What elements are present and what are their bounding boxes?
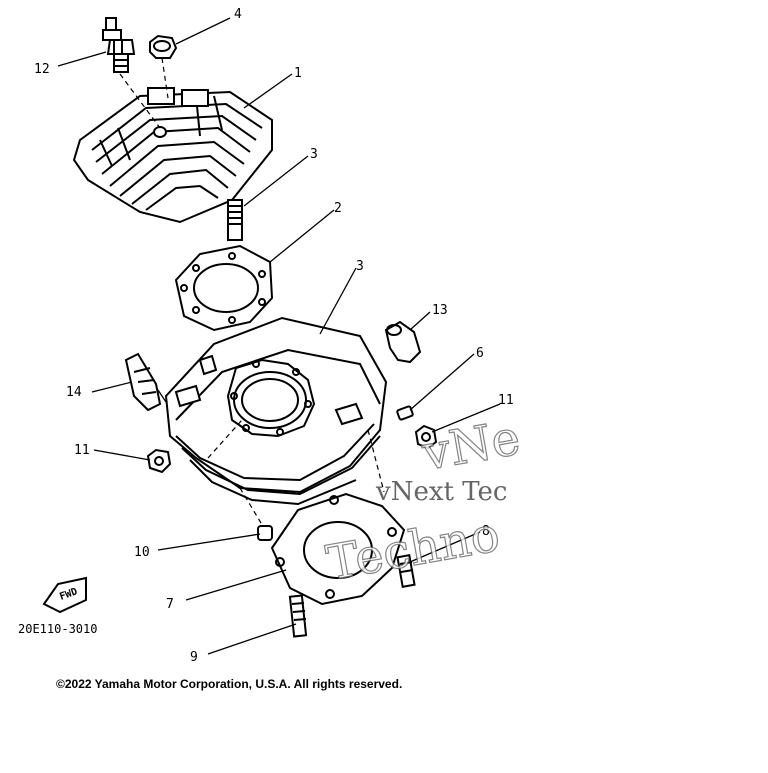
callout-2: 2 — [334, 201, 342, 216]
callout-7: 7 — [166, 597, 174, 612]
watermark-line1: vNext Tec — [375, 477, 507, 507]
callout-1: 1 — [294, 66, 302, 81]
base-gasket-part-7 — [270, 492, 406, 606]
callout-3-upper: 3 — [310, 147, 318, 162]
callout-4: 4 — [234, 7, 242, 22]
callout-8: 8 — [482, 524, 490, 539]
fitting-part-13 — [384, 320, 422, 364]
bracket-part-14 — [124, 352, 162, 412]
callout-11-right: 11 — [498, 393, 514, 408]
callout-3-lower: 3 — [356, 259, 364, 274]
stud-part-9 — [288, 594, 308, 638]
nut-part-11-right — [414, 424, 438, 450]
cylinder-head-part-1 — [72, 57, 273, 224]
cylinder-part-5 — [164, 316, 388, 529]
figure-code: 20E110-3010 — [18, 622, 97, 636]
copyright-notice: ©2022 Yamaha Motor Corporation, U.S.A. A… — [56, 677, 402, 691]
fwd-arrow-icon: FWD — [42, 576, 87, 614]
callout-10: 10 — [134, 545, 150, 560]
callout-6: 6 — [476, 346, 484, 361]
nut-part-4 — [149, 34, 178, 59]
callout-labels: 12 4 1 3 2 3 13 6 11 14 11 10 8 7 9 — [34, 7, 514, 665]
leader-lines — [57, 17, 501, 655]
callout-13: 13 — [432, 303, 448, 318]
stud-bolt-part-3-upper — [227, 199, 243, 241]
callout-9: 9 — [190, 650, 198, 665]
stud-part-8 — [396, 554, 416, 588]
stud-part-6 — [396, 405, 414, 421]
watermark-line3: vNe — [417, 410, 524, 482]
head-gasket-part-2 — [174, 244, 274, 332]
callout-12: 12 — [34, 62, 50, 77]
callout-14: 14 — [66, 385, 82, 400]
spark-plug-part-12 — [102, 17, 136, 73]
callout-11-left: 11 — [74, 443, 90, 458]
dowel-part-10 — [257, 525, 273, 541]
nut-part-11-left — [146, 448, 172, 474]
